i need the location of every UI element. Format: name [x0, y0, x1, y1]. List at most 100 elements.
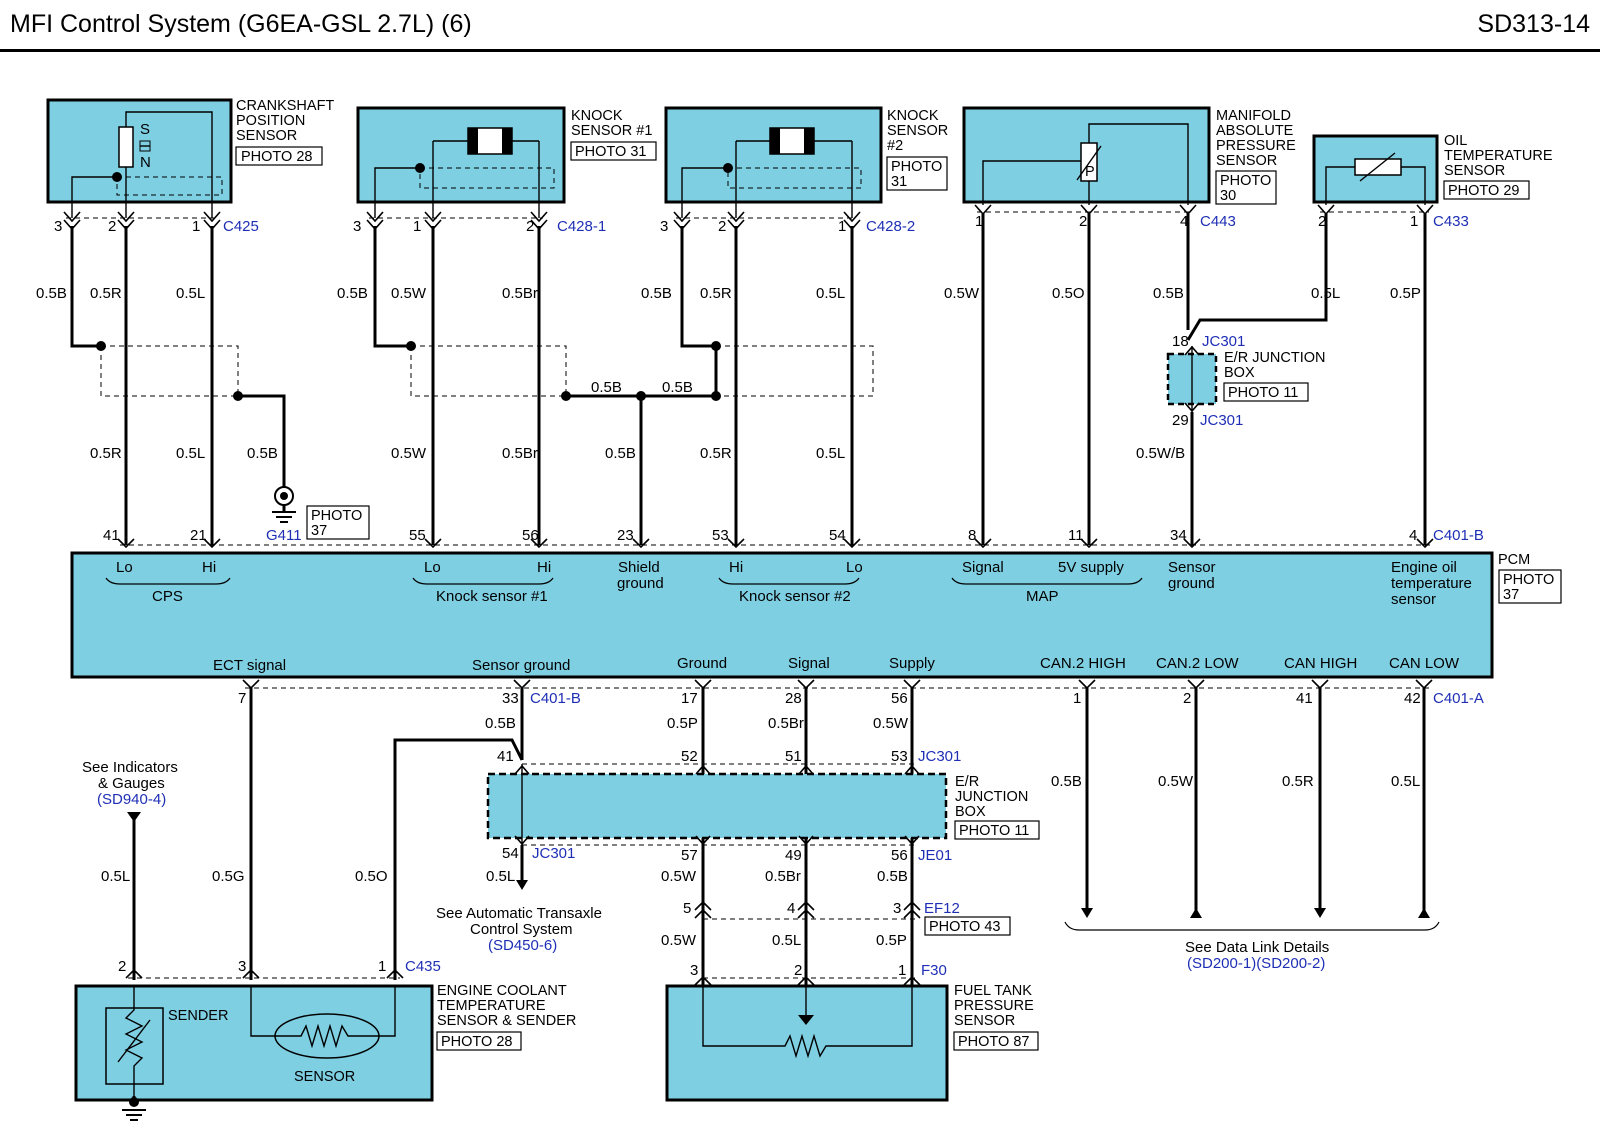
svg-text:JE01: JE01 [918, 847, 952, 864]
svg-text:JC301: JC301 [532, 845, 575, 862]
svg-text:1: 1 [378, 958, 386, 975]
svg-text:SENSOR: SENSOR [1444, 163, 1505, 179]
svg-text:0.5R: 0.5R [700, 285, 732, 302]
page-code: SD313-14 [1477, 10, 1590, 38]
svg-text:0.5Br: 0.5Br [768, 715, 804, 732]
svg-text:53: 53 [712, 527, 729, 544]
svg-text:2: 2 [1318, 213, 1326, 230]
svg-text:56: 56 [522, 527, 539, 544]
ect-sensor-sender: 2 3 1 C435 SENDER SENSOR ENGINE COOLANT … [74, 958, 576, 1121]
svg-text:0.5L: 0.5L [176, 445, 205, 462]
svg-text:3: 3 [690, 962, 698, 979]
svg-text:0.5Br: 0.5Br [502, 445, 538, 462]
top-wires: G411 PHOTO 37 18 JC3 [36, 214, 1427, 545]
svg-text:0.5L: 0.5L [101, 868, 130, 885]
svg-text:0.5B: 0.5B [1153, 285, 1184, 302]
svg-text:0.5P: 0.5P [876, 932, 907, 949]
svg-text:CAN.2 LOW: CAN.2 LOW [1156, 655, 1239, 672]
svg-text:Lo: Lo [116, 559, 133, 576]
svg-text:JC301: JC301 [1202, 333, 1245, 350]
svg-text:ENGINE COOLANT: ENGINE COOLANT [437, 983, 567, 999]
svg-text:4: 4 [1409, 527, 1417, 544]
svg-text:52: 52 [681, 748, 698, 765]
svg-text:51: 51 [785, 748, 802, 765]
svg-text:1: 1 [898, 962, 906, 979]
svg-text:49: 49 [785, 847, 802, 864]
svg-text:1: 1 [838, 218, 846, 235]
svg-text:0.5R: 0.5R [1282, 773, 1314, 790]
svg-text:0.5W: 0.5W [1158, 773, 1194, 790]
svg-text:Lo: Lo [424, 559, 441, 576]
header-bar: MFI Control System (G6EA-GSL 2.7L) (6) S… [0, 0, 1600, 52]
svg-text:TEMPERATURE: TEMPERATURE [437, 998, 546, 1014]
svg-text:0.5G: 0.5G [212, 868, 245, 885]
svg-text:Knock sensor #2: Knock sensor #2 [739, 588, 851, 605]
svg-text:1: 1 [1073, 690, 1081, 707]
svg-text:3: 3 [238, 958, 246, 975]
svg-text:Sensor: Sensor [1168, 559, 1216, 576]
svg-text:PCM: PCM [1498, 552, 1530, 568]
svg-text:0.5R: 0.5R [90, 285, 122, 302]
svg-text:0.5P: 0.5P [1390, 285, 1421, 302]
svg-text:0.5B: 0.5B [877, 868, 908, 885]
svg-text:0.5L: 0.5L [816, 285, 845, 302]
svg-text:7: 7 [238, 690, 246, 707]
svg-text:Supply: Supply [889, 655, 935, 672]
svg-text:PHOTO 29: PHOTO 29 [1448, 183, 1519, 199]
svg-text:5: 5 [683, 900, 691, 917]
svg-text:E/R: E/R [955, 774, 979, 790]
svg-text:Hi: Hi [202, 559, 216, 576]
svg-text:0.5B: 0.5B [605, 445, 636, 462]
svg-text:JUNCTION: JUNCTION [955, 789, 1028, 805]
svg-text:F30: F30 [921, 962, 947, 979]
svg-text:(SD200-1)(SD200-2): (SD200-1)(SD200-2) [1187, 955, 1325, 972]
svg-text:PRESSURE: PRESSURE [954, 998, 1034, 1014]
svg-text:Hi: Hi [729, 559, 743, 576]
svg-text:PRESSURE: PRESSURE [1216, 138, 1296, 154]
svg-text:BOX: BOX [955, 804, 986, 820]
svg-text:0.5W: 0.5W [661, 868, 697, 885]
svg-text:Hi: Hi [537, 559, 551, 576]
svg-text:PHOTO 28: PHOTO 28 [241, 149, 312, 165]
svg-text:0.5R: 0.5R [90, 445, 122, 462]
svg-text:21: 21 [190, 527, 207, 544]
bottom-wires: 41 52 51 53 JC301 54 57 49 56 JC301 JE01… [82, 688, 1440, 985]
svg-text:C443: C443 [1200, 213, 1236, 230]
svg-text:BOX: BOX [1224, 365, 1255, 381]
svg-text:POSITION: POSITION [236, 113, 305, 129]
svg-text:sensor: sensor [1391, 591, 1436, 608]
pcm-module: 41 21 55 56 23 53 54 8 11 34 4 C401-B PC… [70, 527, 1562, 707]
svg-text:0.5L: 0.5L [1391, 773, 1420, 790]
svg-text:41: 41 [1296, 690, 1313, 707]
svg-text:See Data Link Details: See Data Link Details [1185, 939, 1329, 956]
svg-text:0.5W: 0.5W [873, 715, 909, 732]
fuel-tank-pressure-sensor: 3 2 1 F30 FUEL TANK PRESSURE SENSOR PHOT… [665, 962, 1039, 1102]
svg-text:54: 54 [502, 845, 519, 862]
svg-text:0.5B: 0.5B [662, 379, 693, 396]
svg-text:37: 37 [1503, 587, 1519, 603]
svg-text:4: 4 [1180, 213, 1188, 230]
svg-text:PHOTO 31: PHOTO 31 [575, 144, 646, 160]
svg-text:SENSOR: SENSOR [294, 1069, 355, 1085]
svg-text:OIL: OIL [1444, 133, 1467, 149]
svg-text:5V supply: 5V supply [1058, 559, 1124, 576]
svg-text:41: 41 [497, 748, 514, 765]
svg-text:ABSOLUTE: ABSOLUTE [1216, 123, 1294, 139]
svg-text:2: 2 [718, 218, 726, 235]
svg-text:E/R JUNCTION: E/R JUNCTION [1224, 350, 1326, 366]
svg-text:30: 30 [1220, 188, 1236, 204]
svg-text:23: 23 [617, 527, 634, 544]
svg-text:41: 41 [103, 527, 120, 544]
svg-text:& Gauges: & Gauges [98, 775, 165, 792]
svg-text:0.5O: 0.5O [1052, 285, 1085, 302]
svg-text:PHOTO 11: PHOTO 11 [959, 823, 1029, 839]
svg-text:C425: C425 [223, 218, 259, 235]
svg-text:0.5B: 0.5B [485, 715, 516, 732]
svg-text:8: 8 [968, 527, 976, 544]
svg-text:57: 57 [681, 847, 698, 864]
oil-temperature-sensor: OIL TEMPERATURE SENSOR PHOTO 29 [1312, 133, 1553, 205]
svg-text:0.5B: 0.5B [591, 379, 622, 396]
svg-text:0.5Br: 0.5Br [502, 285, 538, 302]
svg-text:CAN HIGH: CAN HIGH [1284, 655, 1357, 672]
svg-text:KNOCK: KNOCK [887, 108, 939, 124]
